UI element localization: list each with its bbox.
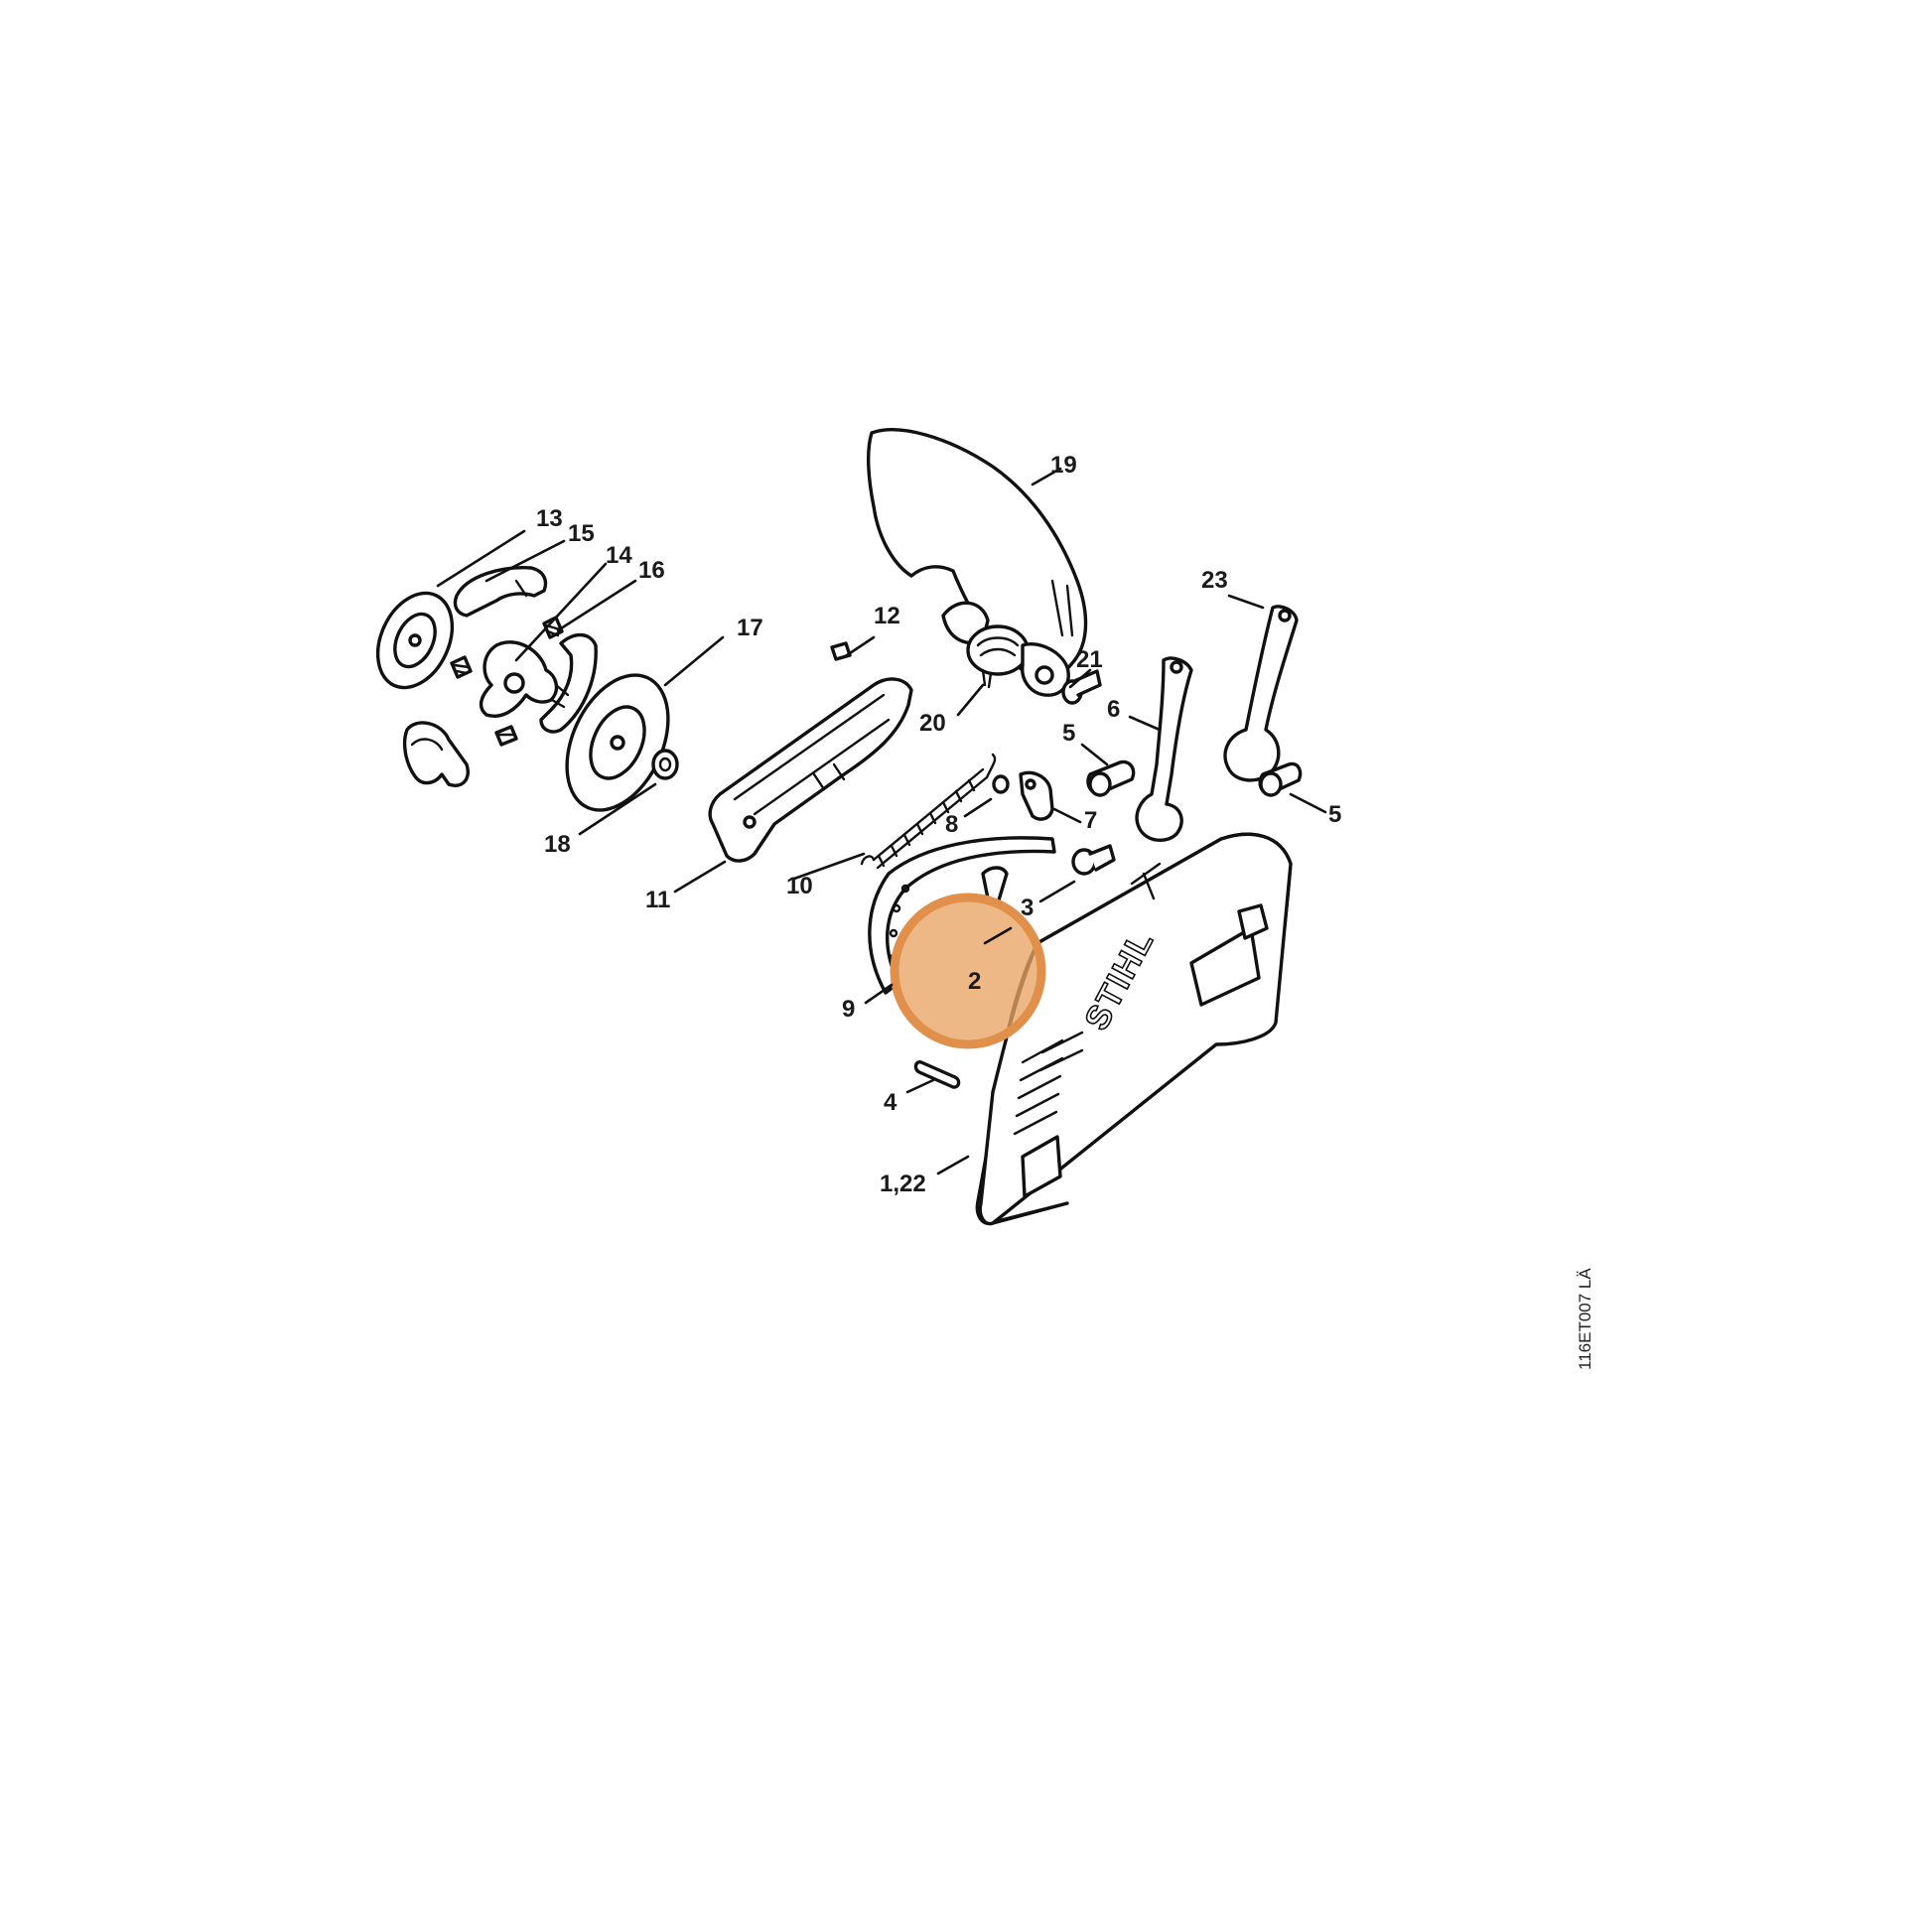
part-3-stud	[1071, 844, 1116, 876]
callout-15: 15	[568, 520, 595, 547]
callout-10: 10	[786, 873, 813, 899]
callout-9: 9	[842, 996, 855, 1023]
part-6-lever	[1135, 656, 1193, 842]
part-14-16-clutch-hub	[450, 616, 598, 747]
callout-labels: 19 13 15 14 16 17 18 12 20 21 6 5 5 23 7…	[536, 452, 1341, 1197]
part-clutch-shoe-lower	[402, 721, 470, 787]
callout-6: 6	[1107, 696, 1120, 723]
callout-19: 19	[1050, 452, 1077, 479]
callout-2: 2	[968, 968, 981, 995]
drawing-reference: 116ET007 LÄ	[1576, 1268, 1594, 1370]
callout-16: 16	[638, 557, 665, 584]
callout-13: 13	[536, 505, 563, 532]
part-18-nut	[651, 749, 679, 780]
part-1-22-sprocket-cover: STIHL	[975, 832, 1293, 1226]
part-9-brake-band	[868, 836, 1056, 995]
callout-18: 18	[544, 831, 571, 858]
callout-4: 4	[884, 1089, 897, 1116]
part-10-spring	[860, 753, 997, 870]
callout-8: 8	[945, 811, 958, 838]
part-23-lever	[1223, 605, 1299, 782]
part-5-bushing-right	[1258, 761, 1303, 797]
callout-1-22: 1,22	[880, 1171, 926, 1197]
part-12-screw	[830, 641, 852, 661]
callout-12: 12	[874, 603, 900, 629]
part-11-housing	[708, 677, 913, 863]
callout-14: 14	[606, 542, 632, 569]
part-13-disc	[375, 591, 455, 690]
part-7-lever	[1019, 770, 1054, 821]
part-8-washer	[992, 774, 1010, 794]
callout-20: 20	[919, 710, 946, 737]
callout-7: 7	[1084, 807, 1097, 834]
callout-5-right: 5	[1328, 801, 1341, 828]
callout-21: 21	[1076, 646, 1103, 673]
part-15-clutch-shoe	[453, 566, 548, 618]
callout-17: 17	[737, 615, 763, 641]
part-5-bushing-left	[1086, 759, 1136, 797]
callout-5-left: 5	[1062, 720, 1075, 747]
callout-3: 3	[1021, 895, 1034, 921]
part-4-pin	[913, 1060, 961, 1089]
part-21-bolt	[1061, 669, 1102, 705]
callout-2-highlight	[890, 893, 1046, 1049]
callout-11: 11	[645, 887, 670, 913]
callout-23: 23	[1201, 567, 1228, 594]
leader-lines	[436, 467, 1327, 1175]
part-17-sprocket-disc	[565, 673, 670, 812]
